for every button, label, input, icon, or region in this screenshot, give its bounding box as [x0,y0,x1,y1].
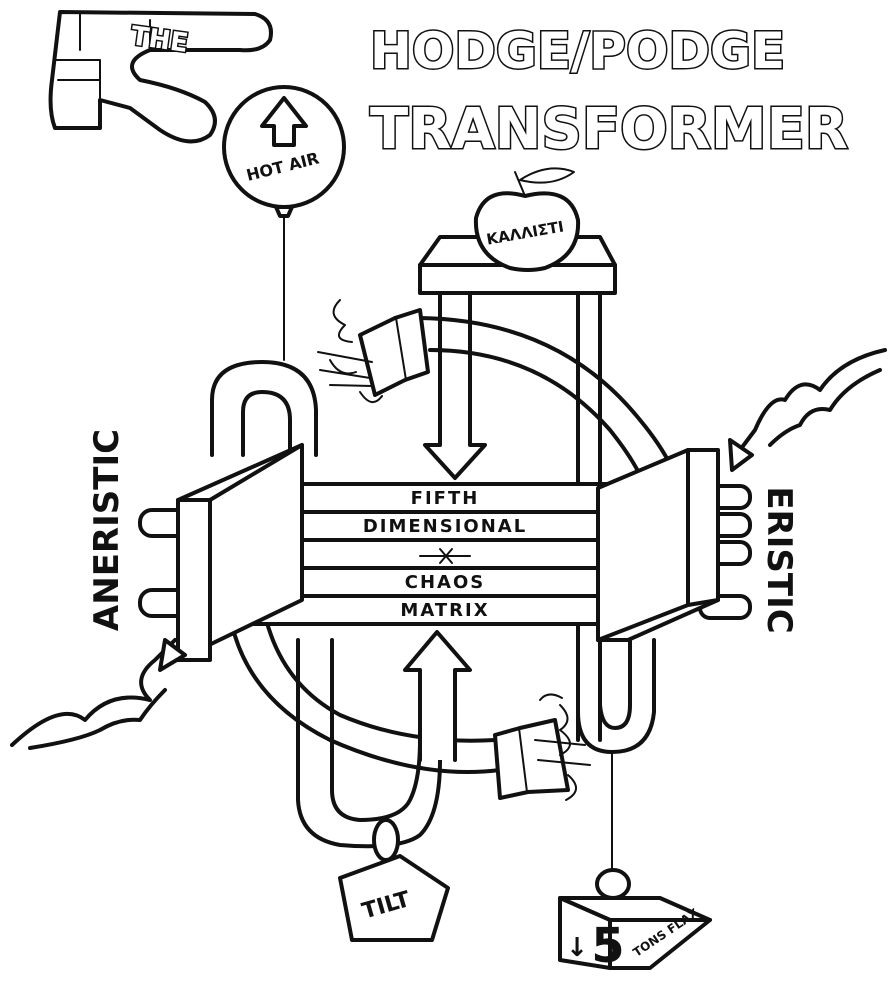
five-ton-weight: ↓ 5 TONS FLAX [560,752,710,974]
title-line2: TRANSFORMER [370,97,848,162]
right-label: ERISTIC [759,486,799,633]
matrix-line4: MATRIX [400,600,489,621]
lower-horn [495,694,590,800]
title-line1: HODGE/PODGE [370,22,785,80]
golden-apple: ΚΑΛΛΙΣΤΙ [476,168,578,270]
weight-arrow: ↓ [566,933,588,963]
matrix-line3: CHAOS [405,572,485,593]
chaos-matrix: FIFTH DIMENSIONAL CHAOS MATRIX [140,445,750,660]
left-squiggle-arrow [12,640,185,748]
tilt-tag: TILT [340,820,448,940]
left-label: ANERISTIC [87,429,127,631]
upper-horn [318,300,428,402]
weight-number: 5 [591,918,624,974]
matrix-line1: FIFTH [411,488,480,509]
matrix-line2: DIMENSIONAL [363,516,527,537]
right-squiggle-arrow [730,350,885,470]
hot-air-balloon: HOT AIR [224,87,344,360]
